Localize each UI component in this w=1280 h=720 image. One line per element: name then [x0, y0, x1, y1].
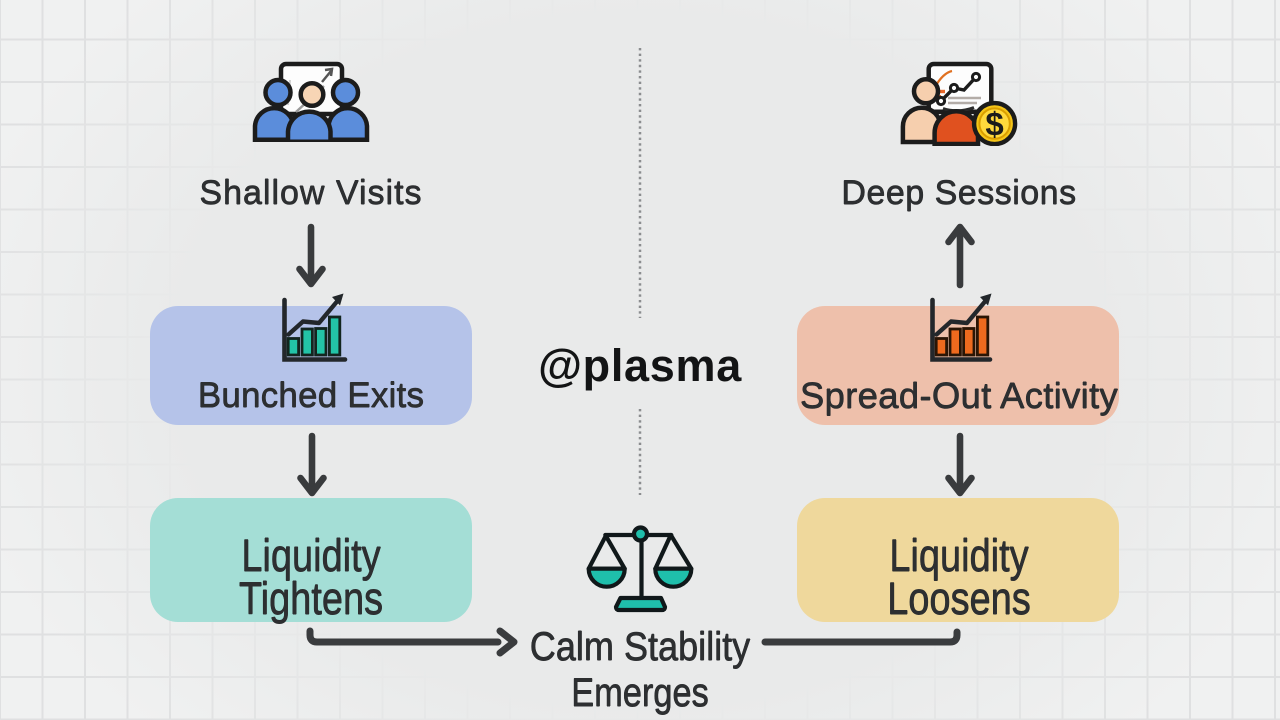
svg-text:$: $ — [985, 106, 1003, 143]
